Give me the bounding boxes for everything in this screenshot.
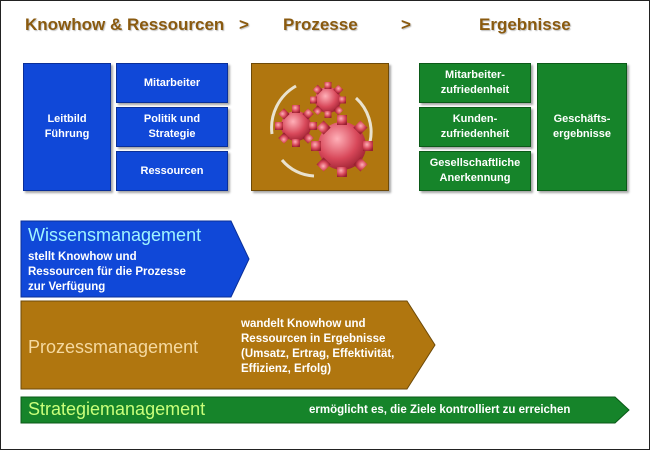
strategiemanagement-title: Strategiemanagement [28,399,206,419]
header-prozesse: Prozesse [283,15,358,34]
gears-icon [270,82,373,178]
box-mitarbeiter: Mitarbeiter [116,63,228,103]
box-politik-strategie: Politik und Strategie [116,107,228,147]
box-mitarbeiterzufriedenheit: Mitarbeiter- zufriedenheit [419,63,531,103]
box-ressourcen: Ressourcen [116,151,228,191]
strategiemanagement-text: ermöglicht es, die Ziele kontrolliert zu… [309,404,571,416]
prozessmanagement-text: wandelt Knowhow und Ressourcen in Ergebn… [241,318,395,375]
box-geschaeftsergebnisse: Geschäfts- ergebnisse [537,63,627,191]
box-leitbild: Leitbild Führung [23,63,111,191]
box-prozesse [251,63,389,191]
header-ergebnisse: Ergebnisse [479,15,571,34]
arrow-prozessmanagement: Prozessmanagement wandelt Knowhow und Re… [19,299,437,391]
prozessmanagement-title: Prozessmanagement [28,337,199,357]
box-gesellschaftliche-anerkennung: Gesellschaftliche Anerkennung [419,151,531,191]
wissensmanagement-title: Wissensmanagement [28,225,202,245]
header-separator-1: > [239,15,249,34]
box-kundenzufriedenheit: Kunden- zufriedenheit [419,107,531,147]
arrow-wissensmanagement: Wissensmanagement stellt Knowhow und Res… [19,219,251,299]
wissensmanagement-text: stellt Knowhow und Ressourcen für die Pr… [28,251,186,293]
arrow-strategiemanagement: Strategiemanagement ermöglicht es, die Z… [19,395,631,425]
header-knowhow: Knowhow & Ressourcen [25,15,225,34]
header-separator-2: > [401,15,411,34]
